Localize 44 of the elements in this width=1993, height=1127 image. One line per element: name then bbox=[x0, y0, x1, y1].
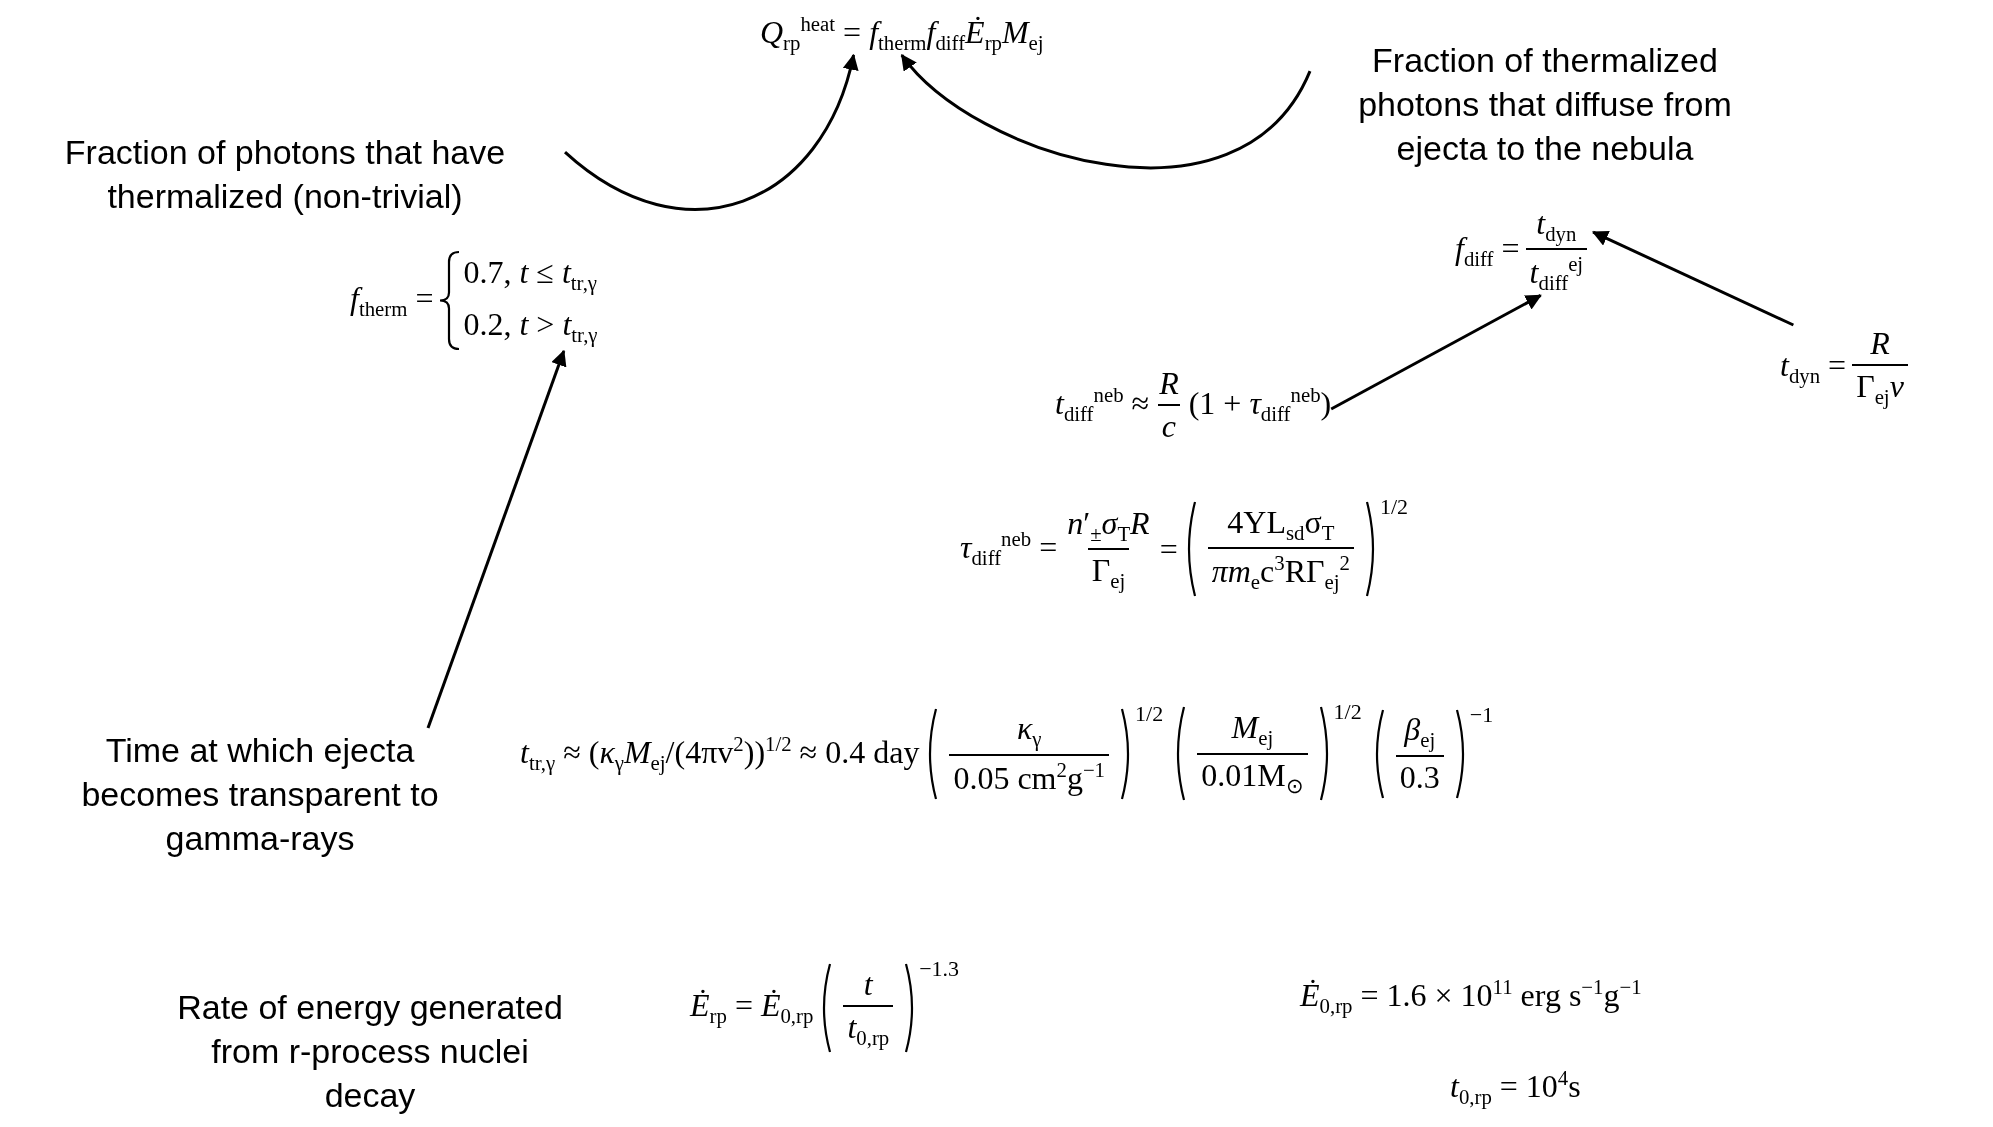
arrow bbox=[426, 349, 567, 729]
math-text: t$_{diff}$$^{neb}$ ≈ bbox=[1055, 383, 1150, 427]
annotation-text: Rate of energy generated from r-process nuclei decay bbox=[170, 985, 570, 1118]
equation: Q$_{rp}$$^{heat}$ = f$_{therm}$f$_{diff}$Ė$_{rp}$M$_{ej}$ bbox=[760, 12, 1044, 56]
denominator: t$_{0,rp}$ bbox=[843, 1004, 894, 1051]
numerator: κ$_{γ}$ bbox=[1015, 710, 1043, 753]
denominator: c bbox=[1157, 404, 1180, 445]
numerator: t bbox=[862, 965, 875, 1004]
exponent: 1/2 bbox=[1379, 494, 1409, 520]
exponent: −1 bbox=[1469, 701, 1494, 728]
exponent: 1/2 bbox=[1135, 700, 1164, 727]
numerator: R bbox=[1158, 365, 1180, 403]
case-line: 0.7, t ≤ t$_{tr,γ}$ bbox=[463, 254, 598, 296]
annotation-text: Fraction of photons that have thermalized (non-trivial) bbox=[5, 130, 565, 219]
math-text: (1 + τ$_{diff}$$^{neb}$) bbox=[1188, 383, 1332, 427]
numerator: n′$_{±}$σ$_{T}$R bbox=[1066, 504, 1151, 547]
arrow bbox=[1330, 294, 1542, 411]
equation: t$_{0,rp}$ = 10$^{4}$s bbox=[1450, 1066, 1581, 1110]
math-text: t$_{tr,γ}$ ≈ (κ$_{γ}$M$_{ej}$/(4πv$^{2}$))$^{1/2}$ ≈ 0.4 day bbox=[520, 731, 920, 775]
denominator: 0.05 cm$^{2}$g$^{−1}$ bbox=[949, 753, 1109, 797]
math-text: f$_{diff}$ = bbox=[1455, 229, 1520, 271]
math-text: τ$_{diff}$$^{neb}$ = bbox=[960, 527, 1058, 571]
math-text: = bbox=[1159, 530, 1178, 568]
numerator: t$_{dyn}$ bbox=[1535, 205, 1578, 248]
denominator: 0.01M$_{⊙}$ bbox=[1197, 752, 1308, 798]
denominator: 0.3 bbox=[1395, 754, 1444, 796]
equation: Ė$_{0,rp}$ = 1.6 × 10$^{11}$ erg s$^{−1}$g$^{−1}$ bbox=[1300, 975, 1642, 1019]
math-text: Ė$_{rp}$ = Ė$_{0,rp}$ bbox=[690, 987, 814, 1029]
numerator: β$_{ej}$ bbox=[1402, 711, 1437, 754]
denominator: Γ$_{ej}$ bbox=[1087, 548, 1130, 594]
arrow bbox=[1591, 230, 1794, 327]
arrow bbox=[900, 54, 1312, 170]
numerator: R bbox=[1869, 325, 1891, 363]
annotation-text: Time at which ejecta becomes transparent to gamma-rays bbox=[60, 728, 460, 861]
arrow bbox=[564, 53, 858, 211]
denominator: Γ$_{ej}$v bbox=[1852, 364, 1908, 410]
case-line: 0.2, t > t$_{tr,γ}$ bbox=[463, 305, 598, 347]
numerator: 4YL$_{sd}$σ$_{T}$ bbox=[1226, 503, 1336, 547]
exponent: −1.3 bbox=[919, 956, 960, 982]
math-text: t$_{dyn}$ = bbox=[1780, 346, 1847, 388]
numerator: M$_{ej}$ bbox=[1230, 709, 1275, 752]
exponent: 1/2 bbox=[1333, 699, 1362, 725]
annotation-text: Fraction of thermalized photons that diffuse from ejecta to the nebula bbox=[1310, 38, 1780, 171]
math-text: f$_{therm}$ = bbox=[350, 279, 434, 322]
